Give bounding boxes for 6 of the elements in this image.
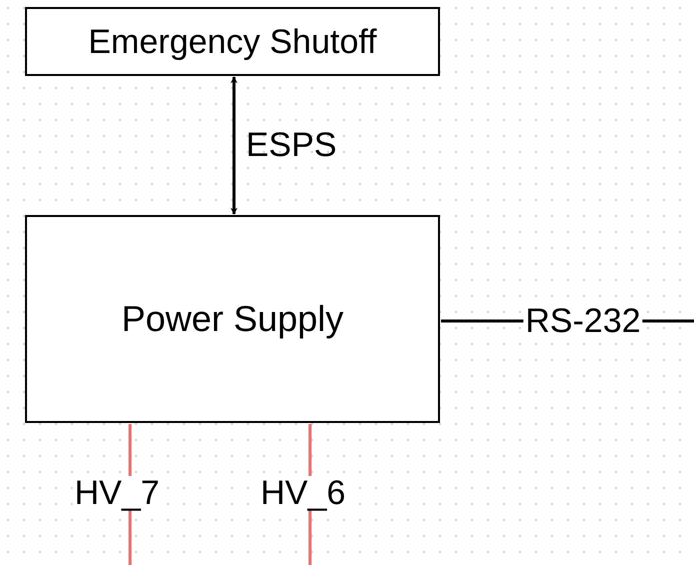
box-label: Power Supply xyxy=(121,301,344,337)
process-box xyxy=(25,7,440,76)
process-box xyxy=(25,215,440,423)
box-label: Emergency Shutoff xyxy=(88,24,377,58)
arrow xyxy=(230,76,238,215)
edge-label: ESPS xyxy=(246,128,337,162)
